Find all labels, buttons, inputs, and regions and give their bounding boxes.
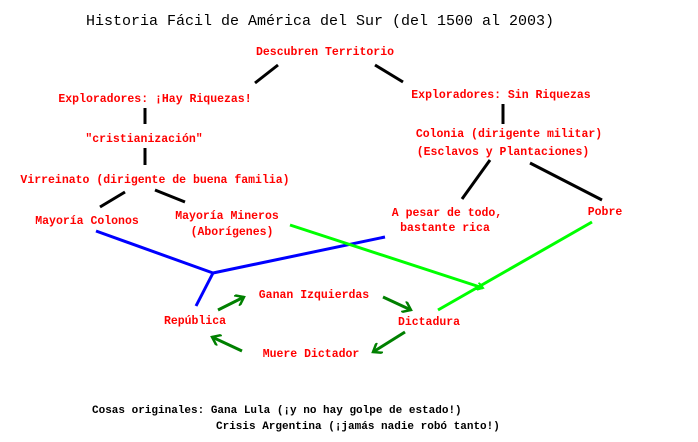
note-line1: Cosas originales: Gana Lula (¡y no hay g… [92, 405, 462, 417]
node-mineros-line2: (Aborígenes) [191, 226, 274, 239]
arrow-icon [373, 330, 406, 352]
connector-line [437, 220, 593, 312]
node-cristianizacion: "cristianización" [85, 133, 202, 146]
light-green-lines [289, 220, 593, 312]
connector-line [194, 272, 215, 307]
node-labels: Descubren Territorio Exploradores: ¡Hay … [20, 46, 622, 361]
arrow-icon [217, 297, 244, 312]
connector-line [460, 159, 492, 200]
connector-line [254, 63, 279, 85]
node-sin-riquezas: Exploradores: Sin Riquezas [411, 89, 591, 102]
node-colonia-line2: (Esclavos y Plantaciones) [417, 146, 590, 159]
node-republica: República [164, 315, 226, 328]
connector-line [99, 190, 126, 209]
node-colonos: Mayoría Colonos [35, 215, 139, 228]
node-muere-dictador: Muere Dictador [263, 348, 360, 361]
arrow-icon [212, 337, 243, 353]
node-virreinato: Virreinato (dirigente de buena familia) [20, 174, 289, 187]
node-colonia-line1: Colonia (dirigente militar) [416, 128, 602, 141]
node-mineros-line1: Mayoría Mineros [175, 210, 279, 223]
arrow-icon [382, 295, 411, 310]
connector-line [154, 188, 186, 204]
blue-lines [95, 229, 386, 307]
node-dictadura: Dictadura [398, 316, 460, 329]
node-descubren: Descubren Territorio [256, 46, 394, 59]
node-rica-line2: bastante rica [400, 222, 490, 235]
note-line2: Crisis Argentina (¡jamás nadie robó tant… [216, 421, 500, 433]
connector-line [95, 229, 214, 275]
arrow-to-dictadura [289, 223, 483, 288]
cycle-arrows [212, 297, 411, 352]
node-izquierdas: Ganan Izquierdas [259, 289, 370, 302]
diagram-title: Historia Fácil de América del Sur (del 1… [86, 13, 554, 30]
tree-lines [99, 63, 603, 209]
node-rica-line1: A pesar de todo, [392, 207, 502, 220]
connector-line [374, 63, 404, 84]
connector-line [212, 235, 386, 275]
node-pobre: Pobre [588, 206, 623, 219]
connector-line [529, 161, 603, 202]
node-hay-riquezas: Exploradores: ¡Hay Riquezas! [58, 93, 251, 106]
